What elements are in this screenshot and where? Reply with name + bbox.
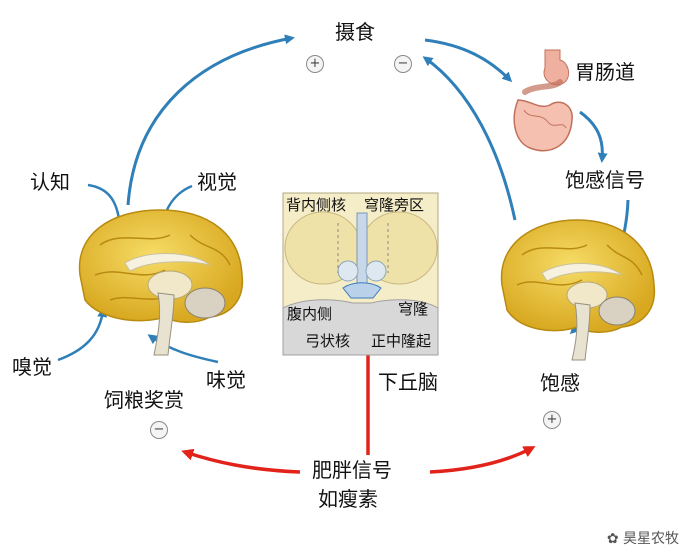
inset-label-median-eminence: 正中隆起 [371, 332, 432, 350]
label-food-reward: 饲粮奖赏 [104, 388, 184, 412]
label-obesity-example: 如瘦素 [318, 487, 378, 511]
arrow-obesity-to-satiety [429, 446, 536, 474]
gut-illustration [513, 49, 573, 152]
label-cognition: 认知 [30, 170, 70, 194]
label-gut: 胃肠道 [575, 60, 635, 84]
plus-sign-icon: + [306, 55, 324, 73]
minus-sign-icon: − [150, 421, 168, 439]
arrow-cognition-to-feeding [126, 34, 295, 206]
wechat-icon: ✿ [606, 531, 623, 547]
arrow-feeding-to-gut [424, 38, 513, 83]
inset-label-arcuate: 弓状核 [305, 332, 351, 350]
inset-label-ventromedial: 腹内侧 [287, 305, 333, 323]
label-vision: 视觉 [197, 170, 237, 194]
label-smell: 嗅觉 [12, 355, 52, 379]
plus-sign-icon: + [543, 411, 561, 429]
arrow-taste-in [147, 334, 219, 364]
watermark-text: 昊星农牧 [623, 531, 679, 547]
left-brain-illustration [78, 209, 244, 356]
label-hypothalamus: 下丘脑 [378, 370, 438, 394]
arrow-gut-to-signal [579, 110, 608, 163]
hypothalamus-inset [282, 192, 439, 356]
label-feeding: 摄食 [335, 20, 375, 44]
inset-label-paraventricular: 穹隆旁区 [364, 196, 425, 214]
minus-sign-icon: − [394, 55, 412, 73]
watermark: ✿ 昊星农牧 [607, 528, 679, 548]
label-obesity-signal: 肥胖信号 [312, 458, 392, 482]
inset-label-fornix: 穹隆 [398, 300, 429, 318]
label-satiety: 饱感 [540, 371, 580, 395]
arrow-smell-in [57, 307, 108, 362]
right-brain-illustration [500, 219, 656, 361]
label-satiety-signal: 饱感信号 [565, 168, 645, 192]
arrow-obesity-to-reward [181, 448, 301, 474]
label-taste: 味觉 [206, 368, 246, 392]
arrow-satiety-to-feeding [422, 56, 517, 221]
inset-label-dorsomedial: 背内侧核 [286, 196, 347, 214]
